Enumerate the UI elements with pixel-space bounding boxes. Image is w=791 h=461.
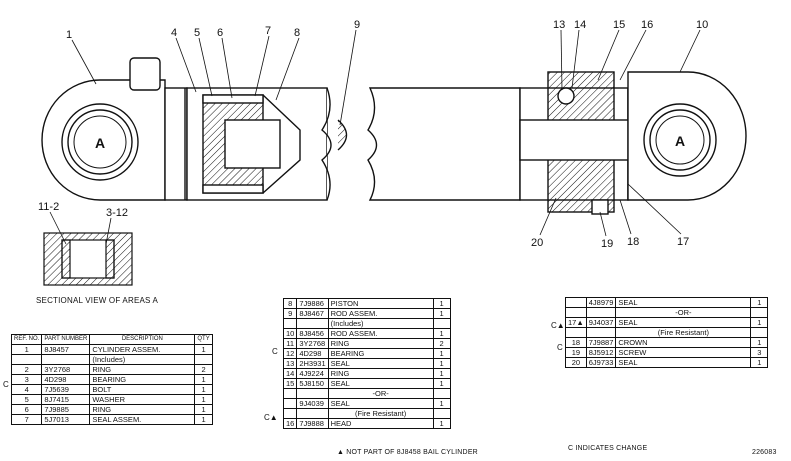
- table-row: (Fire Resistant): [282, 408, 451, 419]
- area-a-right-label: A: [675, 133, 685, 149]
- header-part: PART NUMBER: [41, 334, 91, 345]
- cylinder-drawing: 1 4 5 6 7 8 9 13 14 15 16 10 20 19 18 17…: [38, 19, 747, 286]
- barrel-left: [186, 87, 348, 201]
- callout-11-2: 11-2: [38, 201, 59, 213]
- callout-6: 6: [217, 27, 223, 39]
- callout-1: 1: [66, 29, 72, 41]
- callout-5: 5: [194, 27, 200, 39]
- left-clevis: [41, 57, 188, 201]
- table2-footnote: ▲ NOT PART OF 8J8458 BAIL CYLINDER: [337, 449, 478, 456]
- header-qty: QTY: [194, 334, 213, 345]
- table2-change-flag: C: [272, 347, 278, 356]
- callout-9: 9: [354, 19, 360, 31]
- callout-10: 10: [696, 19, 708, 31]
- area-a-left-label: A: [95, 135, 105, 151]
- table3-change-note-flag: C▲: [551, 321, 565, 330]
- right-clevis: [627, 71, 747, 201]
- callout-4: 4: [171, 27, 177, 39]
- sectional-caption: SECTIONAL VIEW OF AREAS A: [36, 296, 159, 305]
- table2-change-note-flag: C▲: [264, 413, 278, 422]
- callout-14: 14: [574, 19, 586, 31]
- callout-13: 13: [553, 19, 565, 31]
- callout-7: 7: [265, 25, 271, 37]
- table-row: (Includes): [10, 354, 213, 365]
- callout-16: 16: [641, 19, 653, 31]
- callout-8: 8: [294, 27, 300, 39]
- callout-18: 18: [627, 236, 639, 248]
- table-row: -OR-: [282, 388, 451, 399]
- callout-20: 20: [531, 237, 543, 249]
- callout-17: 17: [677, 236, 689, 248]
- table-row: -OR-: [565, 307, 769, 318]
- callout-15: 15: [613, 19, 625, 31]
- drawing-number: 226083: [752, 449, 777, 456]
- table1-change-flag: C: [3, 380, 9, 389]
- callout-19: 19: [601, 238, 613, 250]
- table3-change-flag: C: [557, 343, 563, 352]
- table-row: (Includes): [282, 318, 451, 329]
- leader-lines: [49, 29, 701, 245]
- callout-3-12: 3-12: [106, 207, 128, 219]
- header-desc: DESCRIPTION: [89, 334, 196, 345]
- sectional-view: [43, 232, 133, 286]
- barrel-right: [367, 71, 641, 215]
- header-ref: REF. NO.: [10, 334, 43, 345]
- table3-footnote: C INDICATES CHANGE: [568, 445, 648, 452]
- table-row: (Fire Resistant): [565, 327, 769, 338]
